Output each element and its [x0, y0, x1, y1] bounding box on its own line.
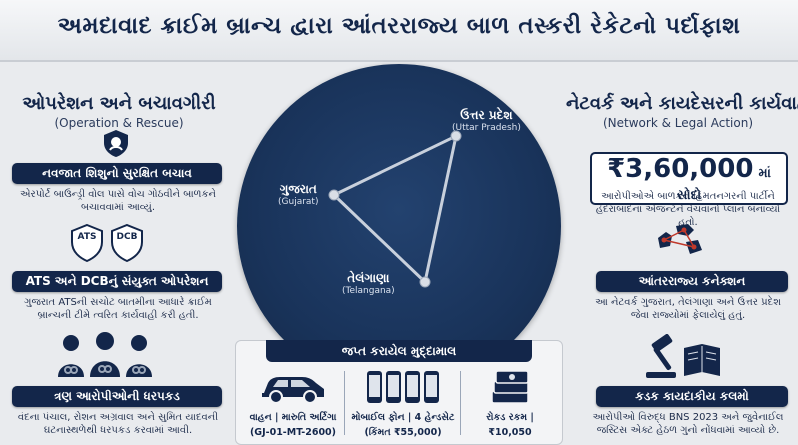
joint-operation-tag: ATS અને DCBનું સંયુક્ત ઓપરેશન — [12, 271, 222, 292]
city-gujarat: ગુજરાત (Gujarat) — [278, 182, 318, 207]
divider — [344, 371, 345, 435]
cash-line1: રોકડ રકમ | — [486, 412, 534, 423]
seized-vehicle: વાહન | મારુતિ અર્ટિગા (GJ-01-MT-2600) — [244, 369, 342, 439]
city-telangana-name: તેલંગાણા — [347, 271, 390, 285]
vehicle-line1: વાહન | મારુતિ અર્ટિગા — [249, 412, 337, 423]
city-telangana-en: (Telangana) — [342, 286, 395, 296]
left-title: ઓપરેશન અને બચાવગીરી — [22, 93, 216, 114]
right-subtitle: (Network & Legal Action) — [602, 116, 753, 130]
deal-amount-value: ₹3,60,000 — [607, 154, 754, 184]
deal-amount-suffix: માં સોદો — [676, 166, 771, 203]
city-uttar-pradesh: ઉત્તર પ્રદેશ (Uttar Pradesh) — [452, 108, 521, 133]
divider — [460, 371, 461, 435]
telangana-node-icon — [419, 276, 431, 288]
left-panel-title: ઓપરેશન અને બચાવગીરી (Operation & Rescue) — [8, 93, 230, 130]
gujarat-node-icon — [328, 189, 340, 201]
cash-line2: ₹10,050 — [488, 427, 532, 438]
city-gujarat-name: ગુજરાત — [279, 182, 317, 196]
deal-text: આરોપીઓએ બાળકને હિંમતનગરની પાર્ટીને હૈદરા… — [595, 191, 781, 228]
seized-phones: મોબાઈલ ફોન | 4 હેન્ડસેટ (કિંમત ₹55,000) — [348, 369, 458, 439]
car-icon — [262, 377, 324, 404]
mobile-phones-icon — [367, 371, 439, 403]
page-title: અમદાવાદ ક્રાઈમ બ્રાન્ચ દ્વારા આંતરરાજ્ય … — [57, 13, 741, 39]
shield-icon — [104, 130, 128, 157]
gavel-and-book-icon — [646, 334, 720, 378]
ats-badge-icon: ATS — [70, 223, 104, 263]
seized-items-panel: જપ્ત કરાયેલ મુદ્દામાલ વાહન | મારુતિ અર્ટ… — [235, 340, 563, 445]
seized-cash: રોકડ રકમ | ₹10,050 — [464, 369, 556, 439]
legal-sections-text: આરોપીઓ વિરુદ્ધ BNS 2023 અને જુવેનાઈલ જસ્… — [592, 412, 784, 436]
right-title: નેટવર્ક અને કાયદેસરની કાર્યવાહી — [566, 93, 798, 114]
seized-title: જપ્ત કરાયેલ મુદ્દામાલ — [266, 340, 532, 362]
arrests-text: વંદના પંચાલ, રોશન અગ્રવાલ અને સુમિત યાદવ… — [17, 412, 219, 436]
city-uttar-pradesh-en: (Uttar Pradesh) — [452, 123, 521, 133]
newborn-rescue-tag: નવજાત શિશુનો સુરક્ષિત બચાવ — [12, 163, 222, 184]
phones-line2: (કિંમત ₹55,000) — [364, 427, 442, 438]
uttar-pradesh-node-icon — [450, 130, 462, 142]
interstate-connection-tag: આંતરરાજ્ય કનેક્શન — [596, 271, 788, 292]
phones-line1: મોબાઈલ ફોન | 4 હેન્ડસેટ — [351, 412, 455, 423]
city-uttar-pradesh-name: ઉત્તર પ્રદેશ — [460, 108, 513, 122]
joint-operation-text: ગુજરાત ATSની સચોટ બાતમીના આધારે ક્રાઈમ બ… — [24, 297, 212, 321]
network-map — [237, 64, 561, 388]
interstate-connection-text: આ નેટવર્ક ગુજરાત, તેલંગાણા અને ઉત્તર પ્ર… — [595, 297, 781, 321]
legal-sections-tag: કડક કાયદાકીય કલમો — [596, 386, 788, 407]
arrested-persons-icon — [58, 332, 152, 377]
city-gujarat-en: (Gujarat) — [278, 197, 319, 207]
dcb-badge-icon: DCB — [110, 223, 144, 263]
header-banner: અમદાવાદ ક્રાઈમ બ્રાન્ચ દ્વારા આંતરરાજ્ય … — [0, 0, 798, 62]
right-panel-title: નેટવર્ક અને કાયદેસરની કાર્યવાહી (Network… — [566, 93, 798, 130]
network-map-icon — [658, 224, 702, 254]
vehicle-line2: (GJ-01-MT-2600) — [249, 427, 337, 438]
newborn-rescue-text: એરપોર્ટ બાઉન્ડ્રી વોલ પાસે વોચ ગોઠવીને બ… — [19, 189, 216, 213]
network-triangle — [328, 130, 462, 288]
ats-badge-label: ATS — [77, 232, 97, 242]
dcb-badge-label: DCB — [116, 232, 138, 242]
cash-stack-icon — [491, 370, 529, 404]
city-telangana: તેલંગાણા (Telangana) — [342, 271, 395, 296]
deal-amount: ₹3,60,000 માં સોદો — [590, 152, 788, 205]
arrests-tag: ત્રણ આરોપીઓની ધરપકડ — [12, 386, 222, 407]
left-subtitle: (Operation & Rescue) — [54, 116, 184, 130]
